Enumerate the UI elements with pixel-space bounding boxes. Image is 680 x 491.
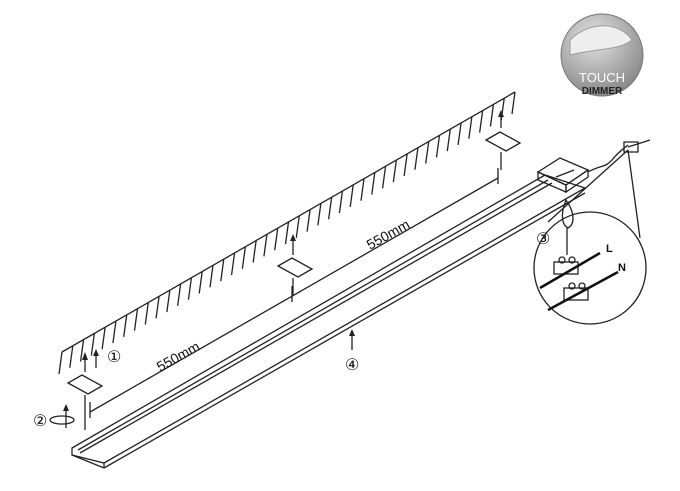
hatch-tick <box>123 314 128 337</box>
hatch-tick <box>478 110 484 133</box>
hatch-tick <box>101 327 106 350</box>
hatch-tick <box>489 104 495 127</box>
hatch-tick <box>155 296 160 319</box>
step-4-marker: ④ <box>345 357 359 374</box>
dimension-right-label: 550mm <box>364 216 413 253</box>
hatch-tick <box>371 172 376 195</box>
hatch-tick <box>457 122 462 146</box>
hatch-tick <box>263 234 268 257</box>
hatch-tick <box>317 203 322 226</box>
mounting-clip-left <box>66 349 104 430</box>
dimension-line <box>89 168 499 418</box>
driver-box <box>536 139 651 194</box>
hatch-tick <box>306 209 311 232</box>
hatch-tick <box>198 271 203 294</box>
hatch-tick <box>69 345 74 368</box>
terminal-block-n <box>563 282 589 301</box>
hatch-tick <box>274 228 279 251</box>
hatch-tick <box>90 333 96 356</box>
hatch-tick <box>435 135 441 158</box>
hatch-tick <box>166 290 171 313</box>
hatch-tick <box>425 141 430 164</box>
hatch-tick <box>176 283 182 306</box>
mounting-clip-middle <box>276 234 314 295</box>
hatch-tick <box>381 166 387 189</box>
rotate-icon <box>49 404 75 428</box>
hatch-tick <box>284 221 290 245</box>
hatch-tick <box>511 91 516 115</box>
badge-line1: TOUCH <box>579 70 625 85</box>
touch-dimmer-badge: TOUCH DIMMER <box>560 13 644 97</box>
hatch-tick <box>112 320 117 344</box>
wire-neutral-label: N <box>618 262 626 274</box>
hatch-tick <box>392 160 398 183</box>
step-3-marker: ③ <box>536 231 550 248</box>
mounting-clip-right <box>484 110 522 170</box>
step-1-marker: ① <box>107 349 121 366</box>
hatch-tick <box>252 240 257 263</box>
hatch-tick <box>349 184 354 207</box>
hatch-tick <box>79 339 85 362</box>
wiring-callout <box>533 149 647 325</box>
hatch-tick <box>338 190 344 214</box>
wire-live-label: L <box>606 243 613 255</box>
hatch-tick <box>241 246 247 269</box>
hatch-tick <box>58 351 63 375</box>
badge-line2: DIMMER <box>582 86 623 97</box>
hatch-tick <box>220 259 225 282</box>
dimension-left-label: 550mm <box>154 338 203 375</box>
hatch-tick <box>230 252 236 276</box>
arrow-up-icon <box>349 329 355 350</box>
hatch-tick <box>327 197 333 220</box>
hatch-tick <box>133 308 139 331</box>
hatch-tick <box>403 153 408 176</box>
hatch-tick <box>468 116 473 139</box>
hatch-tick <box>446 129 451 152</box>
hatch-tick <box>414 147 419 170</box>
hatch-tick <box>209 265 214 288</box>
ceiling-hatch <box>58 91 516 375</box>
step-2-marker: ② <box>33 413 47 430</box>
hatch-tick <box>187 277 193 300</box>
hatch-tick <box>144 302 149 325</box>
hand-icon <box>569 25 633 56</box>
hatch-tick <box>360 178 365 201</box>
hatch-tick <box>295 215 300 238</box>
led-strip <box>71 174 587 469</box>
